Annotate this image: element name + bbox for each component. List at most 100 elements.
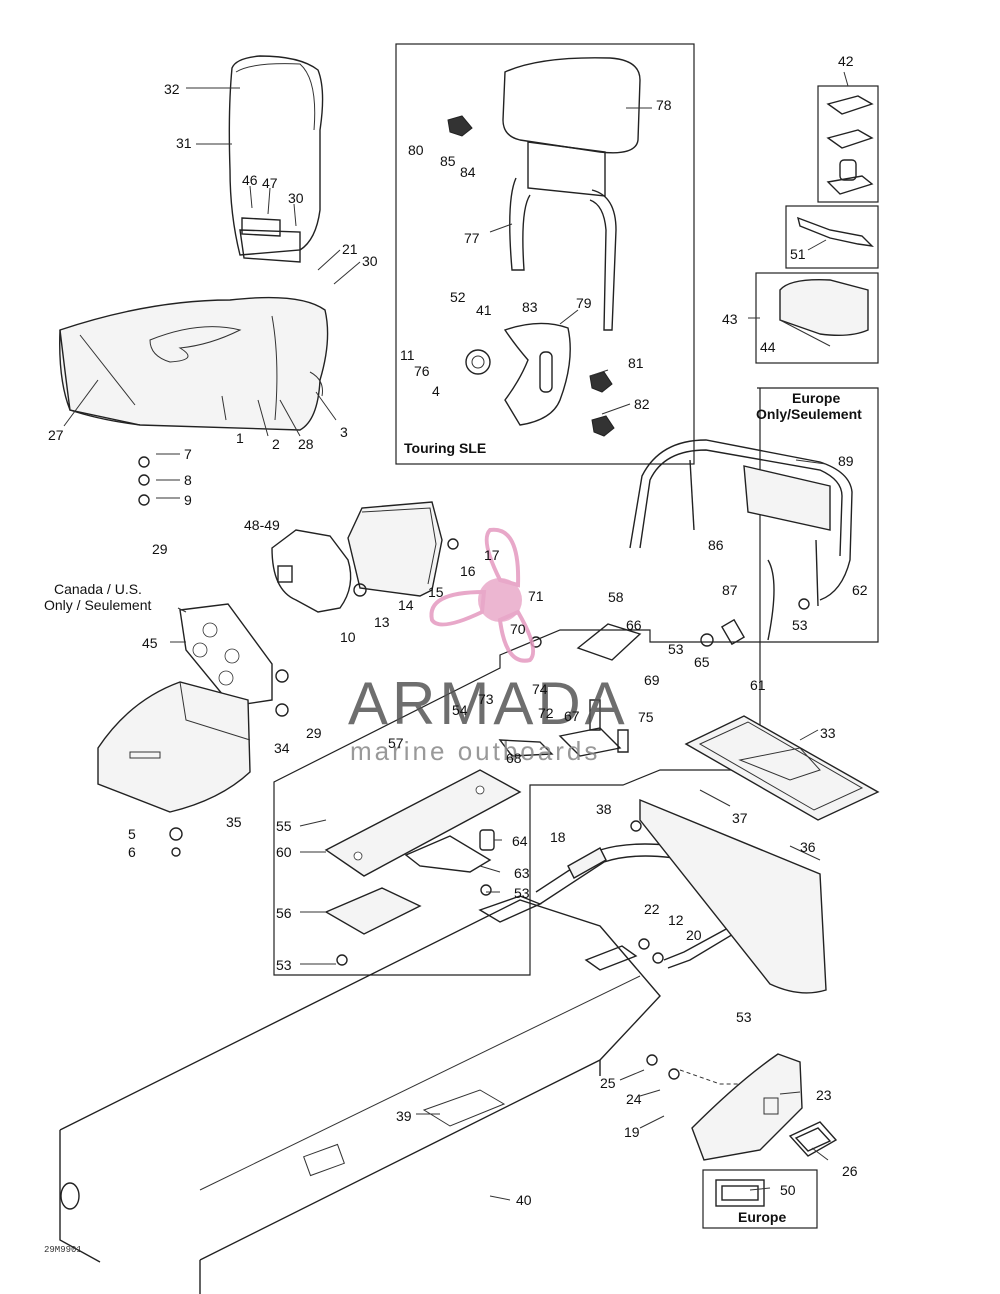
part-label: 35 — [226, 814, 242, 830]
part-label: 5 — [128, 826, 136, 842]
part-label: 14 — [398, 597, 414, 613]
part-label: 36 — [800, 839, 816, 855]
tunnel-chassis — [59, 895, 661, 1294]
part-label: 15 — [428, 584, 444, 600]
europe-only-box: Europe Only/Seulement — [273, 387, 879, 976]
europe-plate-label: Europe — [738, 1209, 786, 1225]
canada-label-2: Only / Seulement — [44, 597, 151, 613]
part-label: 70 — [510, 621, 526, 637]
part-label: 18 — [550, 829, 566, 845]
part-label: 2 — [272, 436, 280, 452]
part-label: 62 — [852, 582, 868, 598]
part-label: 79 — [576, 295, 592, 311]
part-label: 84 — [460, 164, 476, 180]
part-label: 30 — [288, 190, 304, 206]
part-label: 81 — [628, 355, 644, 371]
part-label: 33 — [820, 725, 836, 741]
part-label: 28 — [298, 436, 314, 452]
part-label: 52 — [450, 289, 466, 305]
part-label: 51 — [790, 246, 806, 262]
part-label: 22 — [644, 901, 660, 917]
part-label: 86 — [708, 537, 724, 553]
part-labels: 1 2 3 4 5 6 7 8 9 10 11 12 13 14 15 16 1… — [48, 53, 868, 1208]
part-label: 64 — [512, 833, 528, 849]
fasteners — [138, 456, 810, 1080]
part-label: 16 — [460, 563, 476, 579]
part-label: 3 — [340, 424, 348, 440]
part-label: 65 — [694, 654, 710, 670]
part-label: 45 — [142, 635, 158, 651]
part-label: 19 — [624, 1124, 640, 1140]
part-label: 48-49 — [244, 517, 280, 533]
europe-only-label-1: Europe — [792, 390, 840, 406]
part-label: 10 — [340, 629, 356, 645]
part-label: 60 — [276, 844, 292, 860]
side-panel — [691, 1053, 803, 1161]
part-label: 53 — [668, 641, 684, 657]
part-label: 42 — [838, 53, 854, 69]
touring-sle-box: Touring SLE — [395, 43, 695, 465]
part-label: 43 — [722, 311, 738, 327]
part-label: 80 — [408, 142, 424, 158]
part-label: 76 — [414, 363, 430, 379]
right-insert-parts — [779, 95, 874, 347]
part-label: 55 — [276, 818, 292, 834]
part-label: 82 — [634, 396, 650, 412]
part-label: 30 — [362, 253, 378, 269]
part-label: 13 — [374, 614, 390, 630]
part-label: 53 — [514, 885, 530, 901]
plate-26 — [788, 1121, 838, 1157]
part-label: 54 — [452, 702, 468, 718]
part-label: 53 — [736, 1009, 752, 1025]
tail-light-assembly — [271, 501, 443, 613]
plate-50 — [715, 1179, 765, 1207]
part-label: 20 — [686, 927, 702, 943]
mud-flap — [639, 798, 827, 994]
part-label: 75 — [638, 709, 654, 725]
part-label: 17 — [484, 547, 500, 563]
part-label: 9 — [184, 492, 192, 508]
part-label: 63 — [514, 865, 530, 881]
leader-lines — [63, 71, 849, 1201]
part-label: 32 — [164, 81, 180, 97]
part-label: 77 — [464, 230, 480, 246]
part-label: 6 — [128, 844, 136, 860]
part-label: 58 — [608, 589, 624, 605]
part-label: 72 — [538, 705, 554, 721]
part-label: 34 — [274, 740, 290, 756]
watermark: ARMADA marine outboards — [348, 527, 625, 766]
part-label: 21 — [342, 241, 358, 257]
part-label: 57 — [388, 735, 404, 751]
touring-sle-label: Touring SLE — [404, 440, 486, 456]
part-label: 78 — [656, 97, 672, 113]
part-label: 69 — [644, 672, 660, 688]
watermark-sub: marine outboards — [350, 736, 600, 766]
part-label: 1 — [236, 430, 244, 446]
part-label: 29 — [152, 541, 168, 557]
part-label: 71 — [528, 588, 544, 604]
part-label: 87 — [722, 582, 738, 598]
seat — [59, 296, 329, 431]
canada-label-1: Canada / U.S. — [54, 581, 142, 597]
part-label: 89 — [838, 453, 854, 469]
touring-backrest — [447, 57, 641, 437]
part-label: 50 — [780, 1182, 796, 1198]
part-label: 83 — [522, 299, 538, 315]
mount-plates — [324, 769, 522, 935]
part-label: 41 — [476, 302, 492, 318]
rear-cover — [97, 681, 251, 813]
part-label: 61 — [750, 677, 766, 693]
watermark-propeller-icon — [429, 527, 535, 663]
part-label: 47 — [262, 175, 278, 191]
part-label: 7 — [184, 446, 192, 462]
part-label: 24 — [626, 1091, 642, 1107]
europe-only-label-2: Only/Seulement — [756, 406, 862, 422]
part-label: 74 — [532, 681, 548, 697]
part-label: 67 — [564, 708, 580, 724]
part-label: 25 — [600, 1075, 616, 1091]
rear-plate — [684, 715, 880, 821]
part-label: 38 — [596, 801, 612, 817]
part-label: 29 — [306, 725, 322, 741]
part-label: 12 — [668, 912, 684, 928]
